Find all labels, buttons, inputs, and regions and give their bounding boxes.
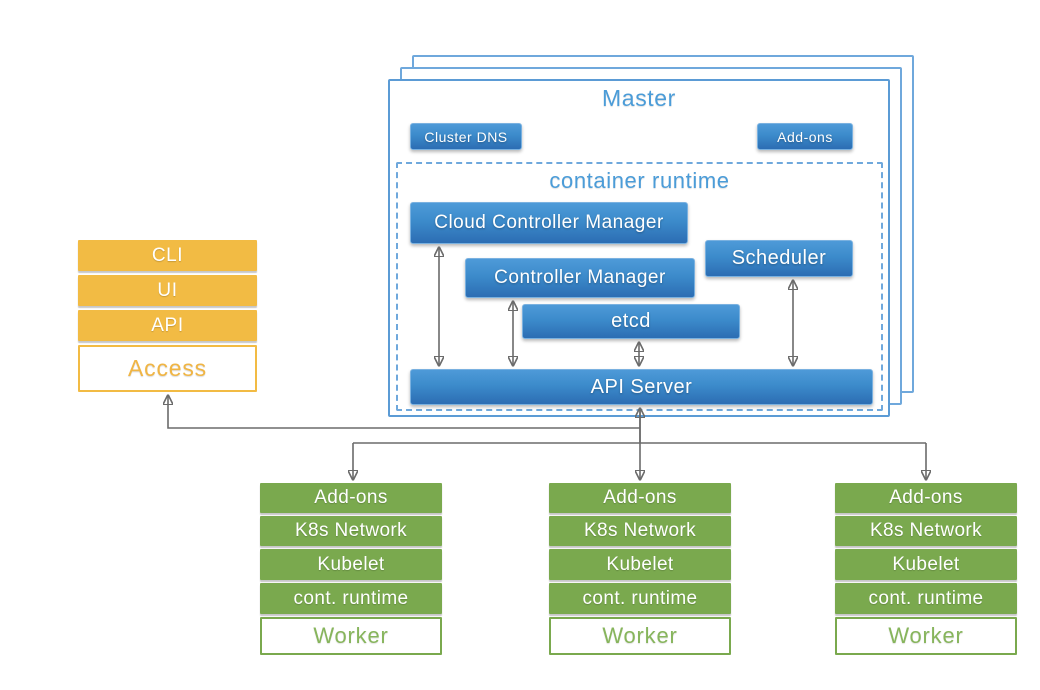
arrow-apiserver-worker-1-3 xyxy=(353,442,926,479)
master-addons-box: Add-ons xyxy=(757,123,853,150)
worker-row-k8s-network: K8s Network xyxy=(549,516,731,546)
worker-label-box: Worker xyxy=(260,617,442,655)
access-stack: CLI UI API Access xyxy=(78,240,257,392)
worker-row-kubelet: Kubelet xyxy=(549,549,731,580)
worker-row-cont-runtime: cont. runtime xyxy=(549,583,731,614)
worker-stack-3: Add-ons K8s Network Kubelet cont. runtim… xyxy=(835,483,1017,655)
worker-row-cont-runtime: cont. runtime xyxy=(260,583,442,614)
worker-label-box: Worker xyxy=(549,617,731,655)
worker-row-k8s-network: K8s Network xyxy=(260,516,442,546)
worker-stack-2: Add-ons K8s Network Kubelet cont. runtim… xyxy=(549,483,731,655)
worker-row-addons: Add-ons xyxy=(260,483,442,513)
access-label-box: Access xyxy=(78,345,257,392)
api-box: API xyxy=(78,310,257,341)
controller-manager-box: Controller Manager xyxy=(465,258,695,298)
cloud-controller-manager-box: Cloud Controller Manager xyxy=(410,202,688,244)
worker-row-addons: Add-ons xyxy=(835,483,1017,513)
ui-box: UI xyxy=(78,275,257,306)
worker-row-kubelet: Kubelet xyxy=(260,549,442,580)
worker-row-k8s-network: K8s Network xyxy=(835,516,1017,546)
master-title: Master xyxy=(602,85,676,111)
cluster-dns-box: Cluster DNS xyxy=(410,123,522,150)
worker-row-kubelet: Kubelet xyxy=(835,549,1017,580)
worker-row-addons: Add-ons xyxy=(549,483,731,513)
worker-label-box: Worker xyxy=(835,617,1017,655)
etcd-box: etcd xyxy=(522,304,740,339)
cli-box: CLI xyxy=(78,240,257,271)
worker-row-cont-runtime: cont. runtime xyxy=(835,583,1017,614)
scheduler-box: Scheduler xyxy=(705,240,853,277)
container-runtime-title: container runtime xyxy=(549,168,730,193)
api-server-box: API Server xyxy=(410,369,873,405)
worker-stack-1: Add-ons K8s Network Kubelet cont. runtim… xyxy=(260,483,442,655)
